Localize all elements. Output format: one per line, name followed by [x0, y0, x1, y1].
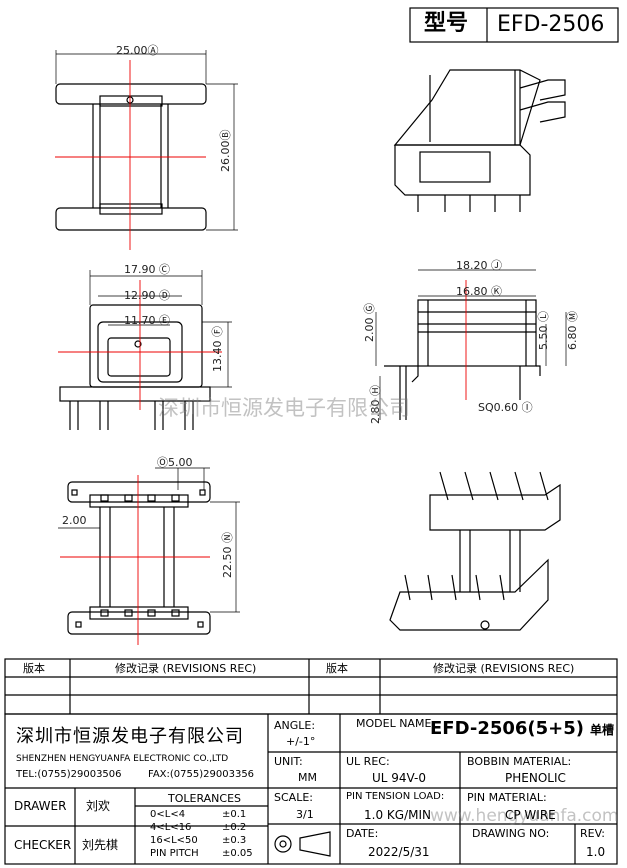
tolerance-range: 4<L<16: [150, 822, 192, 833]
company-fax: FAX:(0755)29003356: [148, 769, 255, 780]
date-value: 2022/5/31: [368, 845, 430, 859]
model-header-box: [409, 7, 619, 43]
pin-material-value: CP WIRE: [505, 808, 556, 822]
dim-680: 6.80 Ⓜ: [566, 311, 579, 350]
dim-500: Ⓞ5.00: [157, 456, 193, 469]
ul-label: UL REC:: [346, 755, 390, 768]
bottom-view: [67, 481, 211, 635]
right-side-view: [384, 299, 541, 420]
company-tel: TEL:(0755)29003506: [16, 769, 122, 780]
rev-col-version-1: 版本: [23, 662, 45, 675]
date-label: DATE:: [346, 827, 379, 840]
rev-value: 1.0: [586, 845, 606, 859]
dim-1680: 16.80 Ⓚ: [456, 285, 502, 298]
tolerance-range: 16<L<50: [150, 835, 198, 846]
pin-material-label: PIN MATERIAL:: [467, 791, 547, 804]
model-value: EFD-2506: [497, 12, 605, 37]
model-name-value: EFD-2506(5+5): [430, 718, 585, 739]
dim-26: 26.00Ⓑ: [219, 129, 232, 173]
scale-label: SCALE:: [274, 791, 313, 804]
unit-value: MM: [298, 771, 317, 784]
checker-label: CHECKER: [14, 838, 72, 852]
rev-col-version-2: 版本: [326, 662, 348, 675]
ul-value: UL 94V-0: [372, 771, 427, 785]
company-cn: 深圳市恒源发电子有限公司: [16, 726, 244, 747]
dim-1820: 18.20 Ⓙ: [456, 259, 502, 272]
drawing-no-label: DRAWING NO:: [472, 827, 550, 840]
dim-1290: 12.90 Ⓓ: [124, 289, 170, 302]
checker-name: 刘先棋: [82, 838, 119, 852]
iso-view-top: [393, 69, 566, 212]
model-label: 型号: [424, 11, 469, 36]
drawer-label: DRAWER: [14, 799, 67, 813]
watermark: 深圳市恒源发电子有限公司: [158, 396, 410, 420]
rev-label: REV:: [580, 827, 605, 840]
dim-25: 25.00Ⓐ: [116, 44, 159, 57]
bobbin-label: BOBBIN MATERIAL:: [467, 755, 572, 768]
tolerance-range: PIN PITCH: [150, 848, 199, 859]
company-en: SHENZHEN HENGYUANFA ELECTRONIC CO.,LTD: [16, 754, 229, 764]
rev-col-record-2: 修改记录 (REVISIONS REC): [433, 662, 575, 675]
drawer-name: 刘欢: [86, 799, 111, 813]
model-name-suffix: 单槽: [590, 723, 615, 737]
tolerance-range: 0<L<4: [150, 809, 186, 820]
angle-value: +/-1°: [286, 735, 316, 748]
scale-value: 3/1: [296, 808, 314, 821]
angle-label: ANGLE:: [274, 719, 316, 732]
bobbin-value: PHENOLIC: [505, 771, 566, 785]
dim-200: 2.00: [62, 514, 87, 527]
rev-col-record-1: 修改记录 (REVISIONS REC): [115, 662, 257, 675]
dim-550: 5.50 Ⓛ: [537, 311, 550, 350]
dim-1170: 11.70 Ⓔ: [124, 314, 170, 327]
dim-sq: SQ0.60 Ⓘ: [478, 401, 533, 414]
tolerance-value: ±0.3: [222, 835, 247, 846]
watermark-url: www.hengyuanfa.com: [430, 806, 619, 826]
dim-1340: 13.40 Ⓕ: [211, 326, 224, 372]
iso-view-bottom: [389, 471, 561, 631]
tolerance-value: ±0.1: [222, 809, 247, 820]
dim-2250: 22.50 Ⓝ: [221, 532, 234, 578]
unit-label: UNIT:: [274, 755, 303, 768]
tolerances-title: TOLERANCES: [168, 792, 242, 805]
tolerance-value: ±0.2: [222, 822, 247, 833]
tension-value: 1.0 KG/MIN: [364, 808, 431, 822]
dim-200g: 2.00 Ⓖ: [363, 303, 376, 342]
title-block: [4, 713, 618, 865]
tension-label: PIN TENSION LOAD:: [346, 791, 445, 802]
dim-1790: 17.90 Ⓒ: [124, 263, 170, 276]
model-name-label: MODEL NAME:: [356, 717, 436, 730]
tolerance-value: ±0.05: [222, 848, 253, 859]
